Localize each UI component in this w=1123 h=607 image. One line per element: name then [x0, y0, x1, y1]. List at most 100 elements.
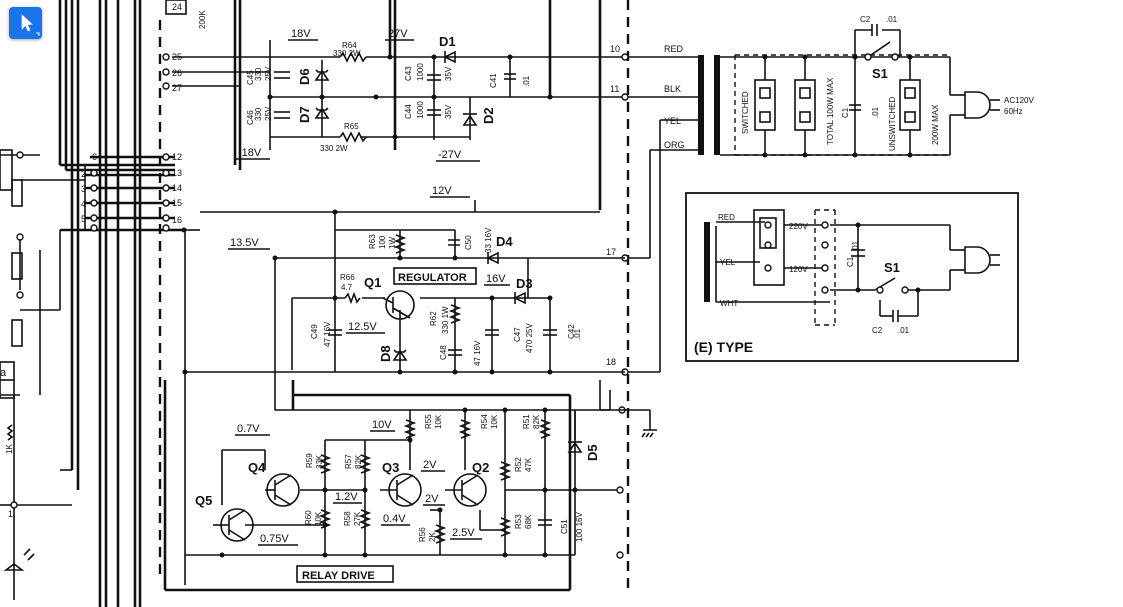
left-num-4: 4: [81, 199, 86, 209]
e-c1-value: .01: [851, 240, 860, 252]
c43-rating: 35V: [444, 66, 453, 81]
conn-10: 10: [610, 44, 620, 54]
r53-label: R53: [514, 514, 523, 529]
c45-value: 330: [254, 67, 263, 81]
ac-unswitched-label: UNSWITCHED: [888, 97, 897, 151]
r58-value: 27K: [353, 511, 362, 526]
ac-c1-label: C1: [841, 107, 850, 118]
voltage-0-7v: 0.7V: [237, 423, 260, 435]
r52-value: 47K: [524, 457, 533, 472]
cursor-arrow-icon: [21, 14, 40, 36]
c44-label: C44: [404, 104, 413, 119]
c49-value: 47 16V: [323, 321, 332, 347]
c48-label: C48: [439, 345, 448, 360]
bus-label-200k: 200K: [198, 10, 207, 29]
conn-27: 27: [172, 83, 182, 93]
connector-numbers: 24 25 26 27 12 13 14 15 16 10 11 17 18: [172, 2, 620, 367]
voltage-12-5v: 12.5V: [348, 321, 377, 333]
wire-blk: BLK: [664, 84, 681, 94]
voltage-1-2v: 1.2V: [335, 491, 358, 503]
wire-org: ORG: [664, 140, 685, 150]
c46-value: 330: [254, 107, 263, 121]
r59-value: 33K: [315, 454, 324, 469]
e-type-title: (E) TYPE: [694, 339, 753, 355]
c47-value: 470 25V: [525, 323, 534, 353]
c43-label: C43: [404, 66, 413, 81]
r54-value: 10K: [490, 414, 499, 429]
r60-label: R60: [304, 510, 313, 525]
e-220v-label: 220V: [789, 222, 808, 231]
voltage-minus27v: -27V: [438, 149, 462, 161]
regulator-label: REGULATOR: [398, 272, 467, 284]
c41-value: .01: [522, 75, 531, 87]
voltage-2v-b: 2V: [425, 493, 439, 505]
c45-rating: 25V: [264, 66, 273, 81]
r62-value: 330 1W: [441, 306, 450, 334]
wire-yel: YEL: [664, 116, 681, 126]
relay-drive-box: [296, 565, 394, 583]
voltage-minus18v: -18V: [238, 147, 262, 159]
left-label-1k: 1K: [5, 444, 14, 454]
e-120v-label: 120V: [789, 265, 808, 274]
d2-label: D2: [481, 107, 496, 124]
q5-label: Q5: [195, 493, 212, 508]
r56-value: 2K: [428, 532, 437, 542]
pointer-tool-button[interactable]: [9, 7, 42, 39]
ac-s1-label: S1: [872, 66, 888, 81]
c51-label: C51: [560, 519, 569, 534]
r64-value: 330 2W: [333, 49, 361, 58]
ac-total-label: TOTAL 100W MAX: [826, 77, 835, 145]
voltage-27v: 27V: [388, 28, 408, 40]
ac-c1-value: .01: [871, 106, 880, 118]
r63-label: R63: [368, 234, 377, 249]
conn-12: 12: [172, 152, 182, 162]
d6-label: D6: [297, 68, 312, 85]
r63-value: 100: [378, 235, 387, 249]
voltage-13-5v: 13.5V: [230, 237, 259, 249]
c50-label: C50: [464, 235, 473, 250]
r51-value: 82K: [532, 414, 541, 429]
c47-label: C47: [513, 327, 522, 342]
left-num-5: 5: [81, 214, 86, 224]
r65-value: 330 2W: [320, 144, 348, 153]
r63-watt: 1W: [388, 237, 397, 249]
r65-label: R65: [344, 122, 359, 131]
d8-label: D8: [378, 345, 393, 362]
c51-value: 100 16V: [575, 512, 584, 542]
conn-24: 24: [172, 2, 182, 12]
r57-label: R57: [344, 454, 353, 469]
q3-label: Q3: [382, 460, 399, 475]
wire-red: RED: [664, 44, 684, 54]
c41-label: C41: [489, 73, 498, 88]
rail-labels: 18V 27V -18V -27V R64 330 2W R65 330 2W …: [236, 28, 531, 162]
r62-label: R62: [429, 311, 438, 326]
plug-rating: AC120V: [1004, 96, 1034, 105]
q4-label: Q4: [248, 460, 266, 475]
r66-label: R66: [340, 273, 355, 282]
voltage-0-75v: 0.75V: [260, 533, 289, 545]
regulator-box: [393, 267, 477, 285]
ac-c2-value: .01: [886, 15, 898, 24]
c45-label: C45: [246, 70, 255, 85]
r60-value: 10K: [314, 511, 323, 526]
e-c2-label: C2: [872, 326, 883, 335]
ac-c2-label: C2: [860, 15, 871, 24]
r55-value: 10K: [434, 414, 443, 429]
c44-value: 1000: [416, 101, 425, 119]
ac-switched-label: SWITCHED: [741, 91, 750, 134]
e-wht-label: WHT: [720, 299, 738, 308]
transformer-leads: RED BLK YEL ORG: [599, 44, 720, 438]
voltage-16v: 16V: [486, 273, 506, 285]
relay-drive-label: RELAY DRIVE: [302, 570, 375, 582]
c44-rating: 35V: [444, 104, 453, 119]
r57-value: 82K: [354, 454, 363, 469]
q1-label: Q1: [364, 275, 381, 290]
left-num-2: 2: [81, 169, 86, 179]
voltage-18v: 18V: [291, 28, 311, 40]
r66-value: 4.7: [341, 283, 353, 292]
voltage-2-5v: 2.5V: [452, 527, 475, 539]
c43-value: 1000: [416, 63, 425, 81]
e-yel-label: YEL: [720, 258, 736, 267]
e-c2-value: .01: [898, 326, 910, 335]
